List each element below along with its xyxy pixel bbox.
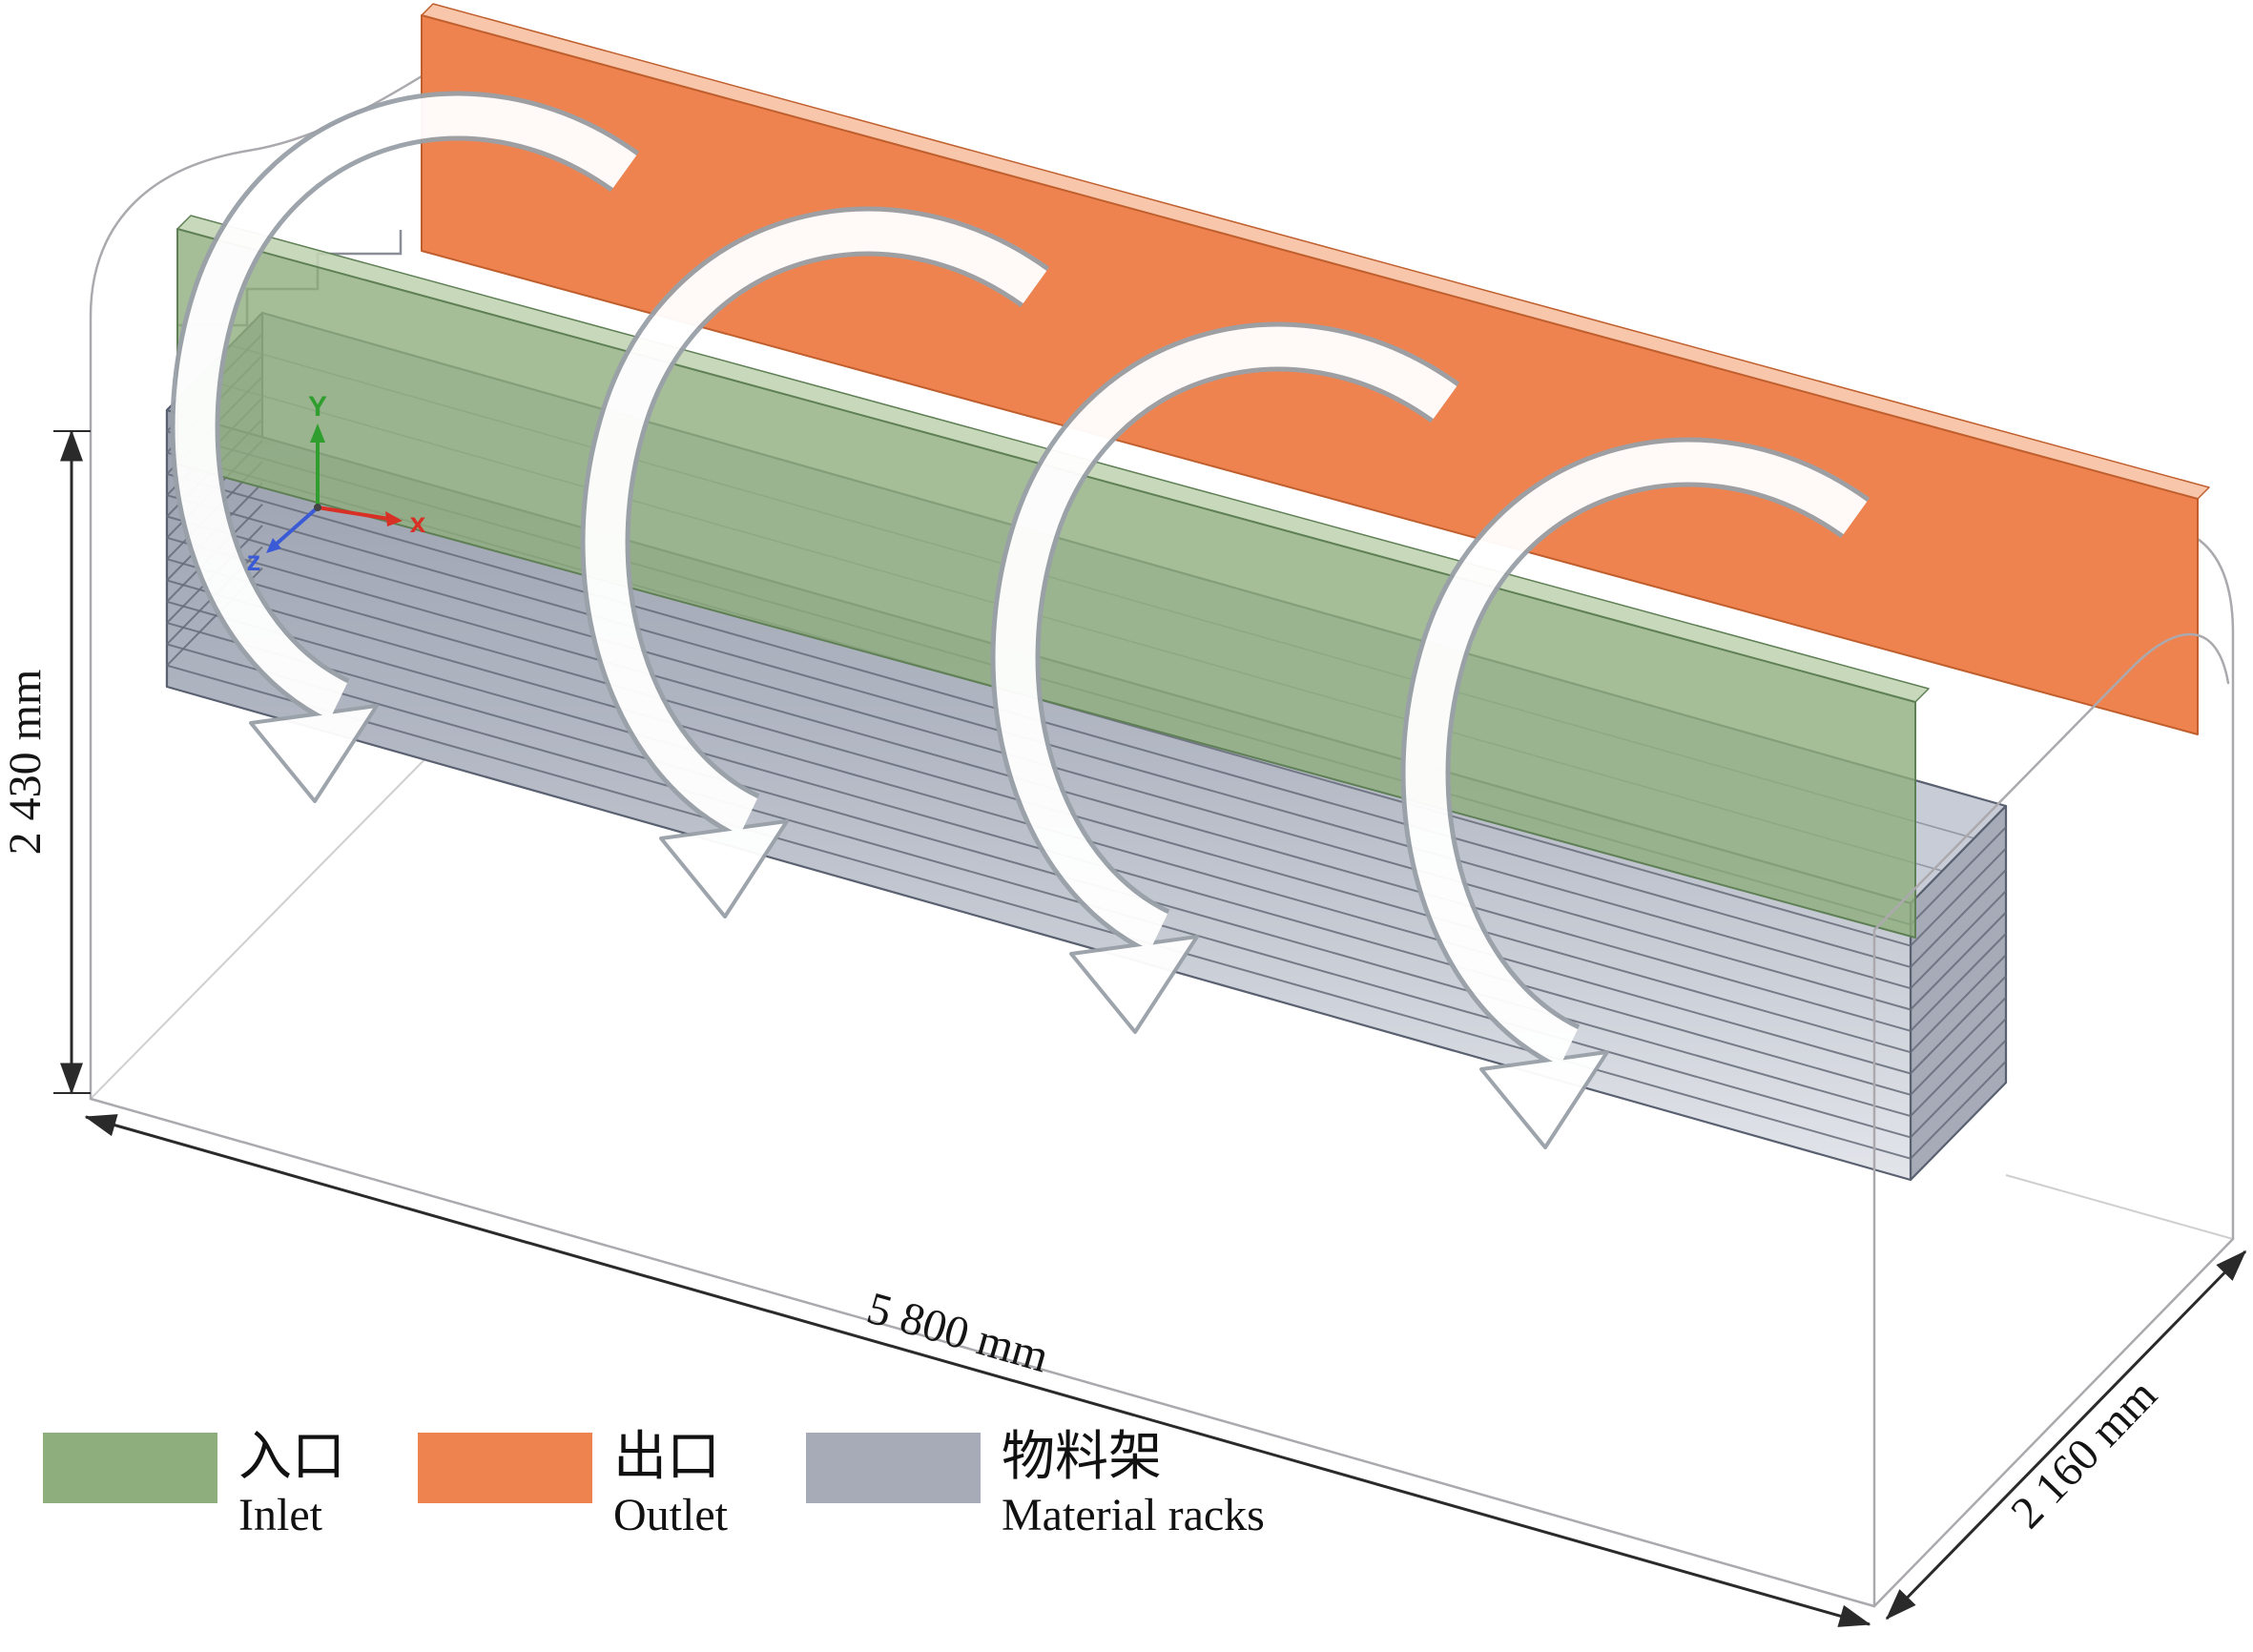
legend-item-outlet: 出口 Outlet	[418, 1427, 728, 1543]
chamber-right-top-edge	[1872, 632, 2230, 932]
chamber-bottom-right-edge	[1872, 1237, 2235, 1608]
legend-label-outlet-zh: 出口	[613, 1428, 720, 1487]
legend-label-outlet-en: Outlet	[613, 1490, 728, 1541]
dimension-length-label: 5 800 mm	[861, 1283, 1054, 1383]
axis-z-label: z	[247, 546, 261, 577]
axis-x-label: x	[410, 507, 426, 539]
axis-x-arrow	[317, 506, 390, 521]
dimension-height-label: 2 430 mm	[0, 670, 51, 856]
axis-y-label: Y	[308, 391, 327, 423]
dimension-depth-label: 2 160 mm	[2001, 1370, 2166, 1538]
dimension-length: 5 800 mm	[84, 1114, 1871, 1627]
axis-z-arrow	[275, 506, 320, 546]
chamber-back-bottom-edge	[2005, 1174, 2234, 1240]
outlet-panel-face	[421, 14, 2199, 735]
legend-label-racks-en: Material racks	[1002, 1490, 1265, 1541]
chamber-floor-left-edge	[90, 733, 450, 1100]
dimension-height: 2 430 mm	[0, 429, 91, 1095]
legend-label-inlet-en: Inlet	[238, 1490, 322, 1541]
outlet-panel	[421, 3, 2210, 735]
dimension-depth-line	[1885, 1249, 2247, 1621]
dimension-length-line	[84, 1114, 1871, 1627]
legend-label-racks-zh: 物料架	[1002, 1428, 1162, 1487]
axis-x-arrowhead	[385, 511, 403, 527]
axis-y-arrowhead	[310, 423, 325, 443]
legend-item-inlet: 入口 Inlet	[43, 1427, 345, 1543]
legend-label-inlet-zh: 入口	[238, 1428, 345, 1487]
legend-swatch-outlet	[418, 1433, 592, 1503]
coordinate-triad: Y x z	[247, 391, 426, 577]
axis-origin	[314, 504, 321, 511]
legend-swatch-inlet	[43, 1433, 217, 1503]
dimension-depth: 2 160 mm	[1885, 1249, 2247, 1621]
axis-z-arrowhead	[266, 538, 281, 553]
legend-item-racks: 物料架 Material racks	[806, 1427, 1265, 1543]
legend-swatch-racks	[806, 1433, 981, 1503]
rack-shelf-lines-right	[1910, 826, 2007, 1160]
